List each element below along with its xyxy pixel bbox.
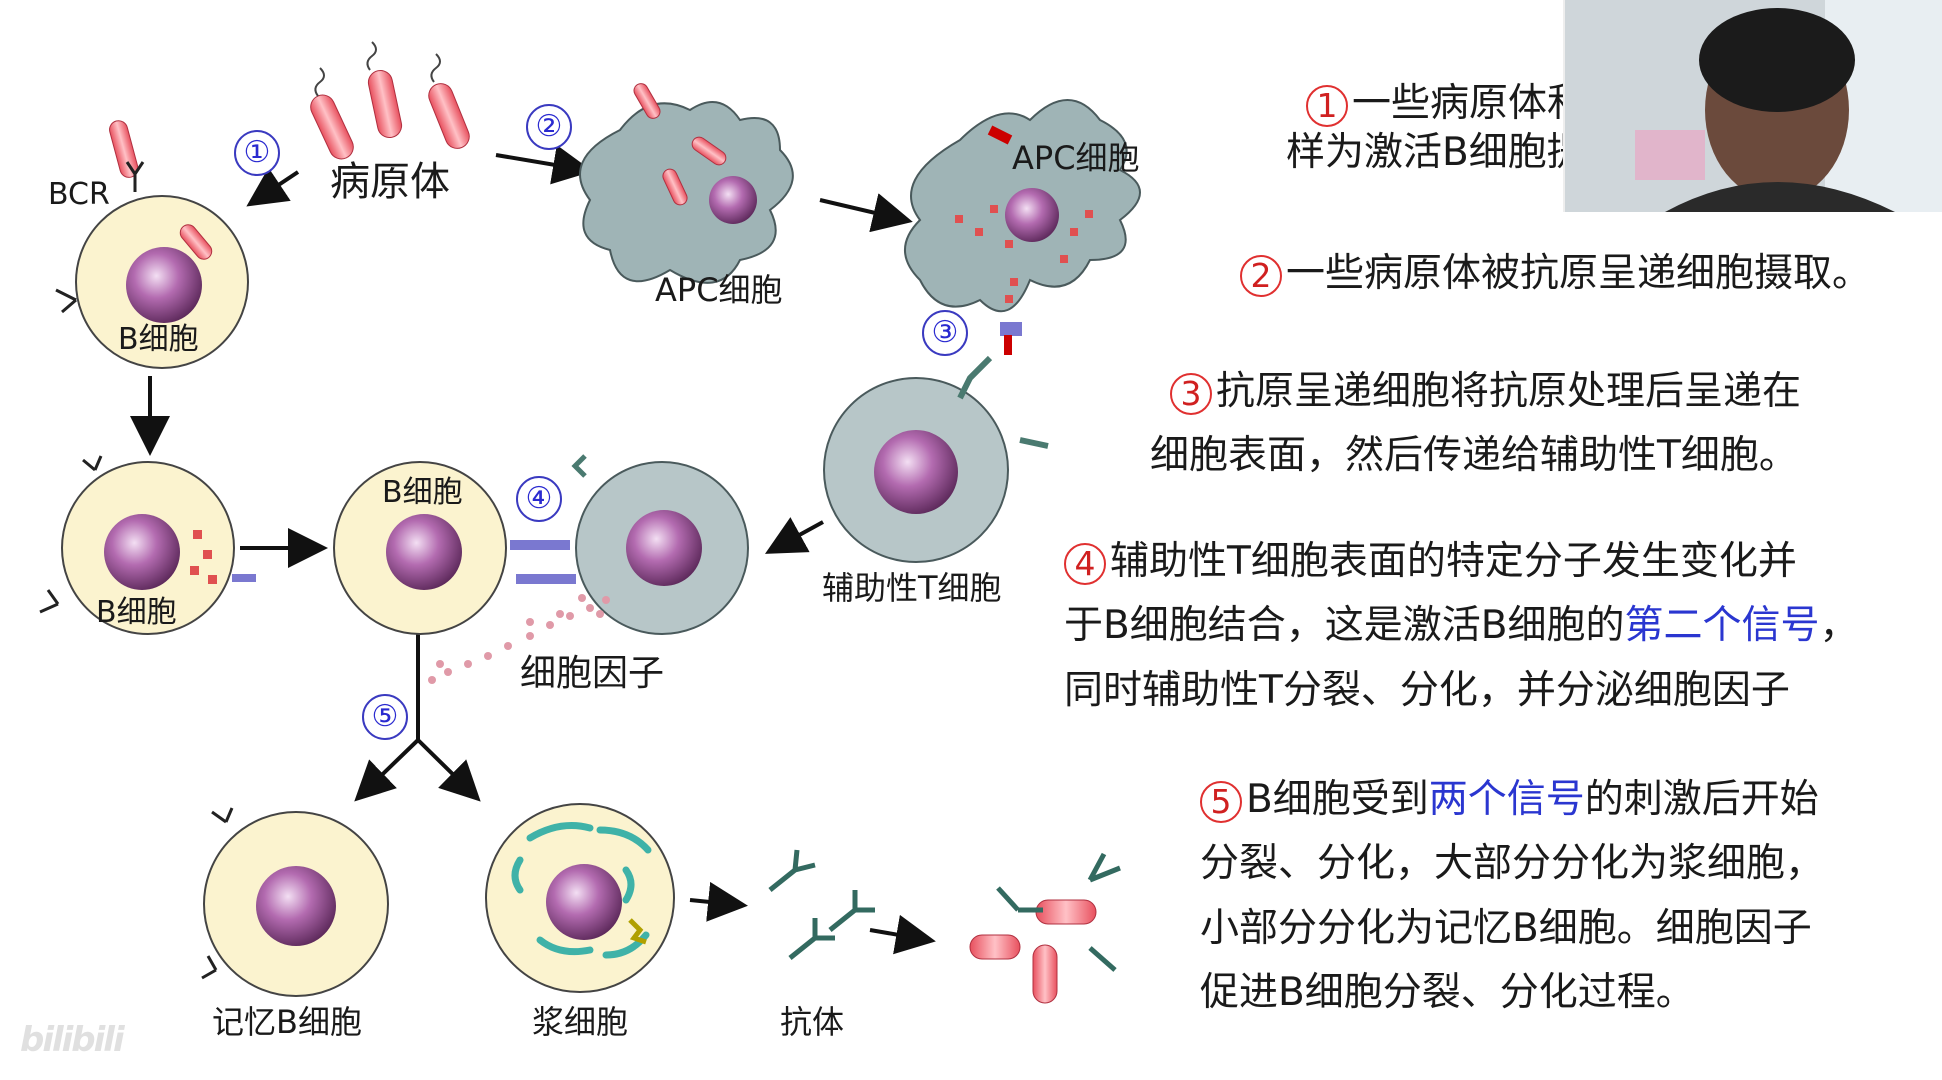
label-antibody: 抗体	[780, 1003, 845, 1041]
apc-cell-1	[579, 83, 794, 284]
note-5-line-4: 促进B细胞分裂、分化过程。	[1200, 970, 1695, 1016]
note-1-line-1: 一些病原体和	[1352, 81, 1587, 126]
label-apc-cell-2: APC细胞	[1012, 139, 1140, 177]
label-memory-b-cell: 记忆B细胞	[212, 1003, 362, 1041]
note-3-line-2: 细胞表面，然后传递给辅助性T细胞。	[1150, 433, 1798, 479]
note-2-line-1: 一些病原体被抗原呈递细胞摄取。	[1286, 251, 1872, 296]
note-5-line-2: 分裂、分化，大部分分化为浆细胞，	[1200, 841, 1825, 887]
plasma-cell	[485, 803, 675, 993]
note-5-highlight: 两个信号	[1428, 777, 1585, 822]
note-4-line-2-end: ，	[1819, 603, 1859, 649]
note-5-line-3: 小部分分化为记忆B细胞。细胞因子	[1200, 905, 1812, 951]
b-cell-3	[333, 454, 749, 684]
watermark-logo: bilibili	[20, 1020, 125, 1060]
label-apc-cell-1: APC细胞	[655, 271, 783, 309]
label-b-cell-2: B细胞	[96, 595, 177, 630]
label-helper-t-cell: 辅助性T细胞	[822, 569, 1002, 607]
antibodies	[768, 849, 875, 960]
memory-b-cell	[201, 807, 389, 997]
step-3: ③	[922, 310, 968, 356]
step-4: ④	[516, 476, 562, 522]
label-bcr: BCR	[48, 177, 110, 212]
step-2: ②	[526, 104, 572, 150]
helper-t-cell	[823, 355, 1049, 563]
note-4-line-1: 辅助性T细胞表面的特定分子发生变化并	[1110, 539, 1797, 584]
neutralized-pathogens	[969, 852, 1121, 1004]
label-pathogen: 病原体	[330, 159, 450, 205]
label-b-cell-3: B细胞	[382, 475, 463, 510]
step-1: ①	[234, 130, 280, 176]
note-5-line-1-end: 的刺激后开始	[1584, 777, 1819, 822]
b-cell-2	[39, 455, 256, 635]
webcam-person	[1565, 0, 1942, 212]
pathogen-group	[310, 41, 470, 160]
note-4-line-2: 于B细胞结合，这是激活B细胞的	[1064, 603, 1625, 649]
split-arrow	[354, 625, 481, 802]
note-3-number: 3	[1170, 372, 1212, 415]
webcam-overlay	[1563, 0, 1942, 212]
note-1-line-2: 样为激活B细胞提	[1286, 129, 1586, 175]
step-5: ⑤	[362, 694, 408, 740]
apc-cell-2	[904, 99, 1141, 355]
note-5-line-1: B细胞受到	[1246, 777, 1429, 822]
note-4-number: 4	[1064, 542, 1106, 585]
b-cell-1	[55, 120, 249, 369]
note-4-line-3: 同时辅助性T分裂、分化，并分泌细胞因子	[1064, 667, 1790, 713]
note-5-number: 5	[1200, 780, 1242, 823]
note-4-highlight: 第二个信号	[1624, 603, 1820, 649]
note-2-number: 2	[1240, 254, 1282, 297]
flow-arrows	[130, 144, 936, 955]
label-cytokine: 细胞因子	[520, 653, 665, 694]
note-3-line-1: 抗原呈递细胞将抗原处理后呈递在	[1216, 369, 1802, 414]
label-plasma-cell: 浆细胞	[532, 1003, 629, 1041]
label-b-cell-1: B细胞	[118, 322, 199, 357]
note-1-number: 1	[1306, 84, 1348, 127]
